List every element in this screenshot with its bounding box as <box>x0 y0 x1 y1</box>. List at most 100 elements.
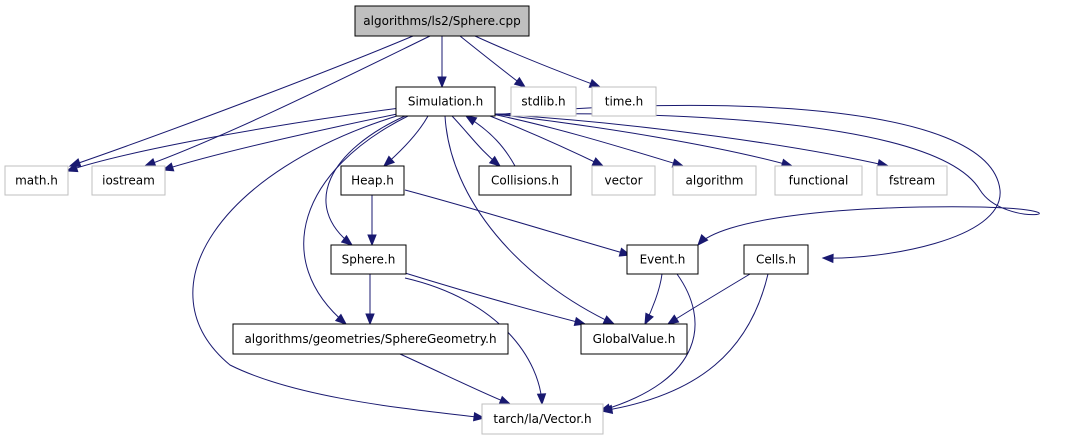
edge-collisions-to-simulation <box>464 115 516 167</box>
node-label: vector <box>604 174 642 188</box>
edge-arrowhead <box>821 253 834 264</box>
edge-simulation-to-cells <box>493 113 1040 247</box>
edge-line <box>162 112 403 171</box>
node-label: tarch/la/Vector.h <box>493 412 591 426</box>
node-box <box>395 86 496 117</box>
node-root: algorithms/ls2/Sphere.cpp <box>354 5 530 37</box>
node-label: Cells.h <box>756 253 796 267</box>
edge-line <box>144 35 431 167</box>
edge-arrowhead <box>536 393 547 406</box>
edge-line <box>493 113 1040 246</box>
node-box <box>340 165 405 196</box>
edge-line <box>404 272 586 325</box>
node-box <box>4 165 69 196</box>
node-box <box>591 86 657 117</box>
edge-arrowhead <box>367 234 377 247</box>
node-spheregeom[interactable]: algorithms/geometries/SphereGeometry.h <box>232 323 509 355</box>
edge-cells-to-globalvalue <box>666 273 751 325</box>
edge-arrowhead <box>588 78 602 88</box>
node-box <box>354 5 530 37</box>
edge-line <box>192 114 485 419</box>
node-vectorh: tarch/la/Vector.h <box>481 403 604 435</box>
node-label: algorithms/geometries/SphereGeometry.h <box>244 332 496 346</box>
node-box <box>743 244 809 275</box>
edge-simulation-to-sphere <box>325 115 406 246</box>
edge-heap-to-event <box>404 189 632 257</box>
edge-arrowhead <box>591 157 605 167</box>
node-label: GlobalValue.h <box>593 332 676 346</box>
node-label: Collisions.h <box>491 174 559 188</box>
edge-arrowhead <box>464 115 478 126</box>
edge-simulation-to-math <box>65 107 401 173</box>
edge-line <box>303 115 409 325</box>
node-cells[interactable]: Cells.h <box>743 244 809 275</box>
edge-line <box>493 104 1001 259</box>
node-stdlib: stdlib.h <box>510 86 577 117</box>
node-simulation[interactable]: Simulation.h <box>395 86 496 117</box>
node-heap[interactable]: Heap.h <box>340 165 405 196</box>
edge-root-to-iostream <box>143 35 431 167</box>
node-label: functional <box>789 174 849 188</box>
edge-simulation-to-globalvalue <box>444 115 616 325</box>
edge-simulation-to-fstream <box>493 113 890 169</box>
edge-arrowhead <box>602 315 616 325</box>
node-collisions[interactable]: Collisions.h <box>478 165 572 196</box>
node-algorithm: algorithm <box>672 165 757 196</box>
edge-line <box>404 189 631 256</box>
node-vector: vector <box>591 165 656 196</box>
node-time: time.h <box>591 86 657 117</box>
node-box <box>580 323 688 355</box>
edge-line <box>491 113 684 167</box>
node-fstream: fstream <box>876 165 948 196</box>
edge-line <box>599 273 696 412</box>
node-box <box>672 165 757 196</box>
node-event[interactable]: Event.h <box>626 244 699 275</box>
edge-arrowhead <box>697 233 709 247</box>
edge-line <box>69 35 414 167</box>
edge-sphere-to-globalvalue <box>404 272 587 327</box>
edge-heap-to-sphere <box>367 195 377 247</box>
node-functional: functional <box>774 165 863 196</box>
edge-line <box>474 35 601 88</box>
edge-root-to-math <box>68 35 414 168</box>
node-box <box>591 165 656 196</box>
edge-arrowhead <box>600 404 614 414</box>
edge-line <box>325 115 406 246</box>
node-iostream: iostream <box>91 165 166 196</box>
node-label: math.h <box>15 174 58 188</box>
edge-line <box>493 113 793 167</box>
edge-arrowhead <box>340 234 354 246</box>
edge-arrowhead <box>161 162 175 172</box>
node-math: math.h <box>4 165 69 196</box>
node-label: fstream <box>889 174 935 188</box>
edge-arrowhead <box>65 163 79 173</box>
node-box <box>774 165 863 196</box>
edge-line <box>66 107 401 172</box>
edge-arrowhead <box>382 155 396 167</box>
edge-simulation-to-heap <box>382 115 429 167</box>
node-box <box>330 244 407 275</box>
node-label: Sphere.h <box>342 253 396 267</box>
edge-line <box>489 115 604 167</box>
edge-line <box>399 353 511 405</box>
edge-simulation-to-collisions <box>451 115 502 167</box>
edge-root-to-simulation <box>437 36 447 89</box>
edge-root-to-time <box>474 35 602 88</box>
node-box <box>510 86 577 117</box>
edge-simulation-to-vectorh <box>192 114 486 422</box>
edge-arrowhead <box>573 316 587 327</box>
edge-line <box>444 115 615 325</box>
edge-arrowhead <box>498 395 512 405</box>
edge-simulation-to-event <box>493 104 1001 264</box>
node-box <box>478 165 572 196</box>
edge-cells-to-vectorh <box>600 273 769 414</box>
node-label: algorithms/ls2/Sphere.cpp <box>363 14 520 28</box>
node-box <box>876 165 948 196</box>
node-sphere[interactable]: Sphere.h <box>330 244 407 275</box>
edge-line <box>493 113 889 167</box>
node-label: stdlib.h <box>521 95 565 109</box>
edge-arrowhead <box>513 76 527 88</box>
node-label: Heap.h <box>351 174 394 188</box>
node-globalvalue[interactable]: GlobalValue.h <box>580 323 688 355</box>
